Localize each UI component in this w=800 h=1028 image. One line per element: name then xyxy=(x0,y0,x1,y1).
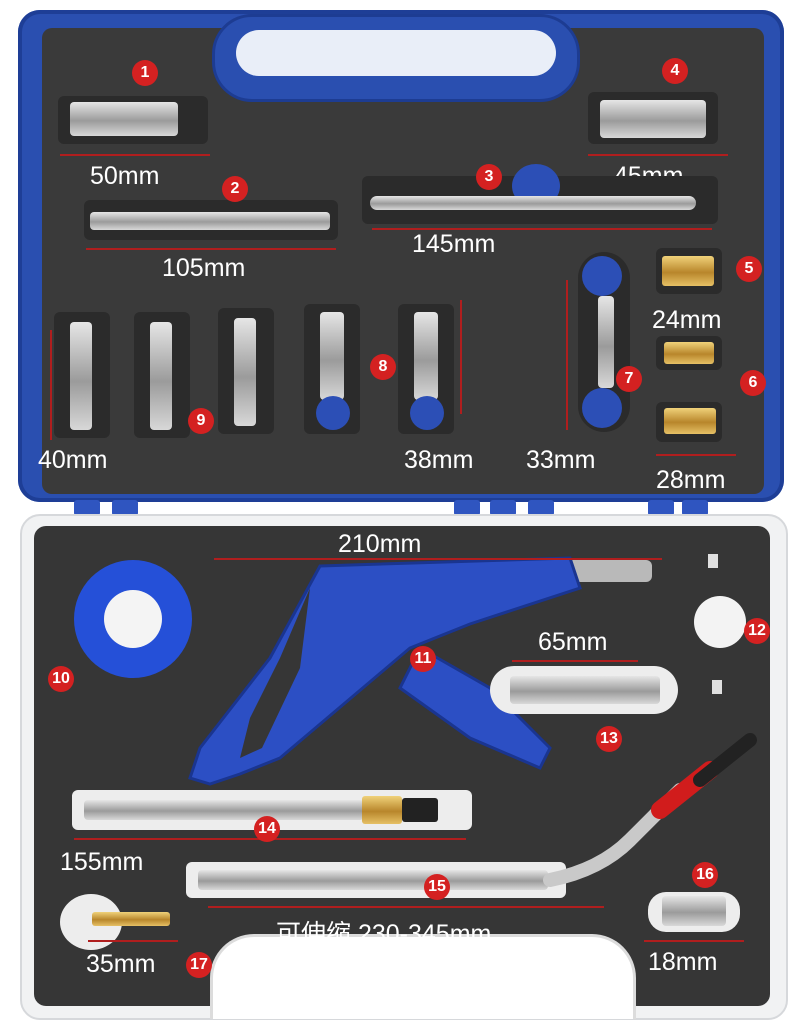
chuck-item-7 xyxy=(598,296,614,388)
case-handle-opening xyxy=(236,30,556,76)
badge-item-17: 17 xyxy=(186,952,212,978)
hinge-clip xyxy=(74,500,100,516)
dimension-label-item-13: 65mm xyxy=(538,628,608,656)
badge-item-16: 16 xyxy=(692,862,718,888)
bent-tube xyxy=(543,783,687,887)
connector-item-13 xyxy=(510,676,660,704)
foam-notch-item-12 xyxy=(694,596,746,648)
badge-item-8: 8 xyxy=(370,354,396,380)
dimension-label-item-15: 可伸缩 230-345mm xyxy=(276,920,492,948)
brass-fitting-item-6 xyxy=(664,342,714,364)
coupler-item-4 xyxy=(600,100,706,138)
telescopic-wand-item-15 xyxy=(198,870,548,890)
badge-item-1: 1 xyxy=(132,60,158,86)
dimension-label-item-17: 35mm xyxy=(86,950,156,978)
case-bottom-opening xyxy=(210,934,636,1019)
dimension-line xyxy=(86,248,336,250)
connector-item-8b xyxy=(414,312,438,400)
brass-fitting-item-5 xyxy=(662,256,714,286)
black-tip-item-14 xyxy=(402,798,438,822)
badge-item-13: 13 xyxy=(596,726,622,752)
badge-item-3: 3 xyxy=(476,164,502,190)
dimension-line xyxy=(566,280,568,430)
dimension-line xyxy=(208,906,604,908)
finger-notch xyxy=(582,388,622,428)
dimension-line xyxy=(88,940,178,942)
connector-item-8a xyxy=(320,312,344,400)
dimension-line xyxy=(512,660,638,662)
gun-body xyxy=(188,556,582,786)
tape-core xyxy=(104,590,162,648)
dimension-line xyxy=(50,330,52,440)
badge-item-7: 7 xyxy=(616,366,642,392)
dimension-line xyxy=(460,300,462,414)
blow-gun-item-11 xyxy=(188,556,652,786)
nozzle-item-2 xyxy=(90,212,330,230)
gun-handle-gap xyxy=(240,588,310,758)
hinge-clip xyxy=(648,500,674,516)
dimension-label-item-8: 38mm xyxy=(404,446,474,474)
dimension-label-item-11: 210mm xyxy=(338,530,422,558)
badge-item-6: 6 xyxy=(740,370,766,396)
coupler-item-1 xyxy=(70,102,178,136)
gun-nozzle xyxy=(566,560,652,582)
chuck-item-9c xyxy=(234,318,256,426)
dimension-line xyxy=(372,228,712,230)
brass-end-item-14 xyxy=(362,796,402,824)
finger-notch xyxy=(410,396,444,430)
dimension-label-item-14: 155mm xyxy=(60,848,144,876)
dimension-label-item-9: 40mm xyxy=(38,446,108,474)
dimension-label-item-6: 28mm xyxy=(656,466,726,494)
hinge-clip xyxy=(112,500,138,516)
badge-item-5: 5 xyxy=(736,256,762,282)
dimension-label-item-1: 50mm xyxy=(90,162,160,190)
badge-item-10: 10 xyxy=(48,666,74,692)
badge-item-15: 15 xyxy=(424,874,450,900)
dimension-label-item-2: 105mm xyxy=(162,254,246,282)
hinge-clip xyxy=(682,500,708,516)
black-tip xyxy=(693,733,757,787)
dimension-label-item-5: 24mm xyxy=(652,306,722,334)
hinge-clip xyxy=(454,500,480,516)
gauge-item-3 xyxy=(370,196,696,210)
fitting-item-16 xyxy=(662,896,726,926)
chuck-item-9b xyxy=(150,322,172,430)
clip-item-12a xyxy=(708,554,718,568)
dimension-line xyxy=(214,558,662,560)
dimension-line xyxy=(656,454,736,456)
badge-item-9: 9 xyxy=(188,408,214,434)
hinge-clip xyxy=(490,500,516,516)
dimension-line xyxy=(644,940,744,942)
bent-nozzle-item-15 xyxy=(543,733,757,887)
brass-fitting-item-6b xyxy=(664,408,716,434)
extension-item-14 xyxy=(84,800,364,820)
dimension-line xyxy=(60,154,210,156)
finger-notch xyxy=(316,396,350,430)
dimension-line xyxy=(588,154,728,156)
badge-item-12: 12 xyxy=(744,618,770,644)
chuck-item-9a xyxy=(70,322,92,430)
clip-item-12b xyxy=(712,680,722,694)
needle-item-17 xyxy=(92,912,170,926)
badge-item-4: 4 xyxy=(662,58,688,84)
dimension-label-item-16: 18mm xyxy=(648,948,718,976)
dimension-label-item-3: 145mm xyxy=(412,230,496,258)
badge-item-11: 11 xyxy=(410,646,436,672)
finger-notch xyxy=(582,256,622,296)
dimension-label-item-7: 33mm xyxy=(526,446,596,474)
badge-item-2: 2 xyxy=(222,176,248,202)
hinge-clip xyxy=(528,500,554,516)
badge-item-14: 14 xyxy=(254,816,280,842)
